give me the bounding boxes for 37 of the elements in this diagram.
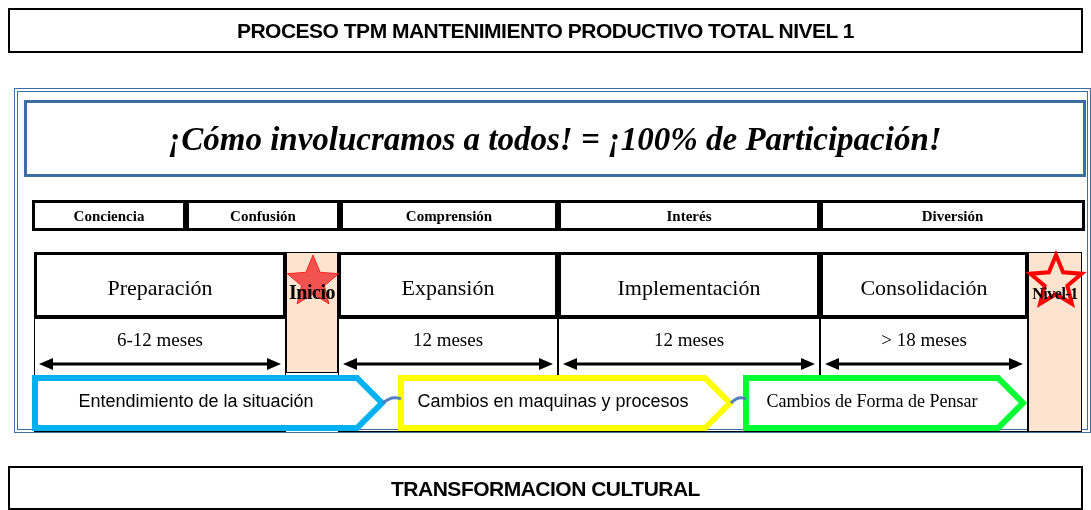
duration-label: 12 meses [652,329,726,351]
stage-cell [558,252,820,318]
stage-cell [338,252,558,318]
phase-label: Conciencia [72,208,146,225]
duration-label: 6-12 meses [116,329,204,351]
duration-label: > 18 meses [880,329,968,351]
title-text: PROCESO TPM MANTENIMIENTO PRODUCTIVO TOTAL NIVEL 1 [235,19,856,43]
chevron-shape [743,375,1026,431]
stage-label: Expansión [400,275,496,301]
phase-cell [32,200,186,231]
phase-label: Interés [665,208,713,225]
chevron-label: Cambios de Forma de Pensar [765,391,979,412]
stage-label: Preparación [106,275,214,301]
title-text: TRANSFORMACION CULTURAL [390,477,701,501]
phase-label: Comprensión [404,208,494,225]
frame-panel [14,88,1091,433]
phase-cell [820,200,1085,231]
chevron-shape [32,375,385,431]
chevron-label: Cambios en maquinas y procesos [416,391,690,412]
stage-label: Consolidación [859,275,989,301]
title-box [8,8,1083,53]
heading-text: ¡Cómo involucramos a todos! = ¡100% de Participación! [167,121,943,158]
phase-cell [340,200,558,231]
phase-label: Diversión [920,208,985,225]
phase-cell [558,200,820,231]
duration-label: 12 meses [411,329,485,351]
title-box [8,466,1083,510]
connector-line [382,396,402,405]
milestone-column [286,252,338,373]
phase-label: Confusión [229,208,297,225]
chevron-label: Entendimiento de la situación [77,391,315,412]
stage-cell [34,252,286,318]
stage-cell [820,252,1028,318]
phase-cell [186,200,340,231]
chevron-shape [398,375,733,431]
connector-line [729,396,747,405]
stage-label: Implementación [616,275,762,301]
